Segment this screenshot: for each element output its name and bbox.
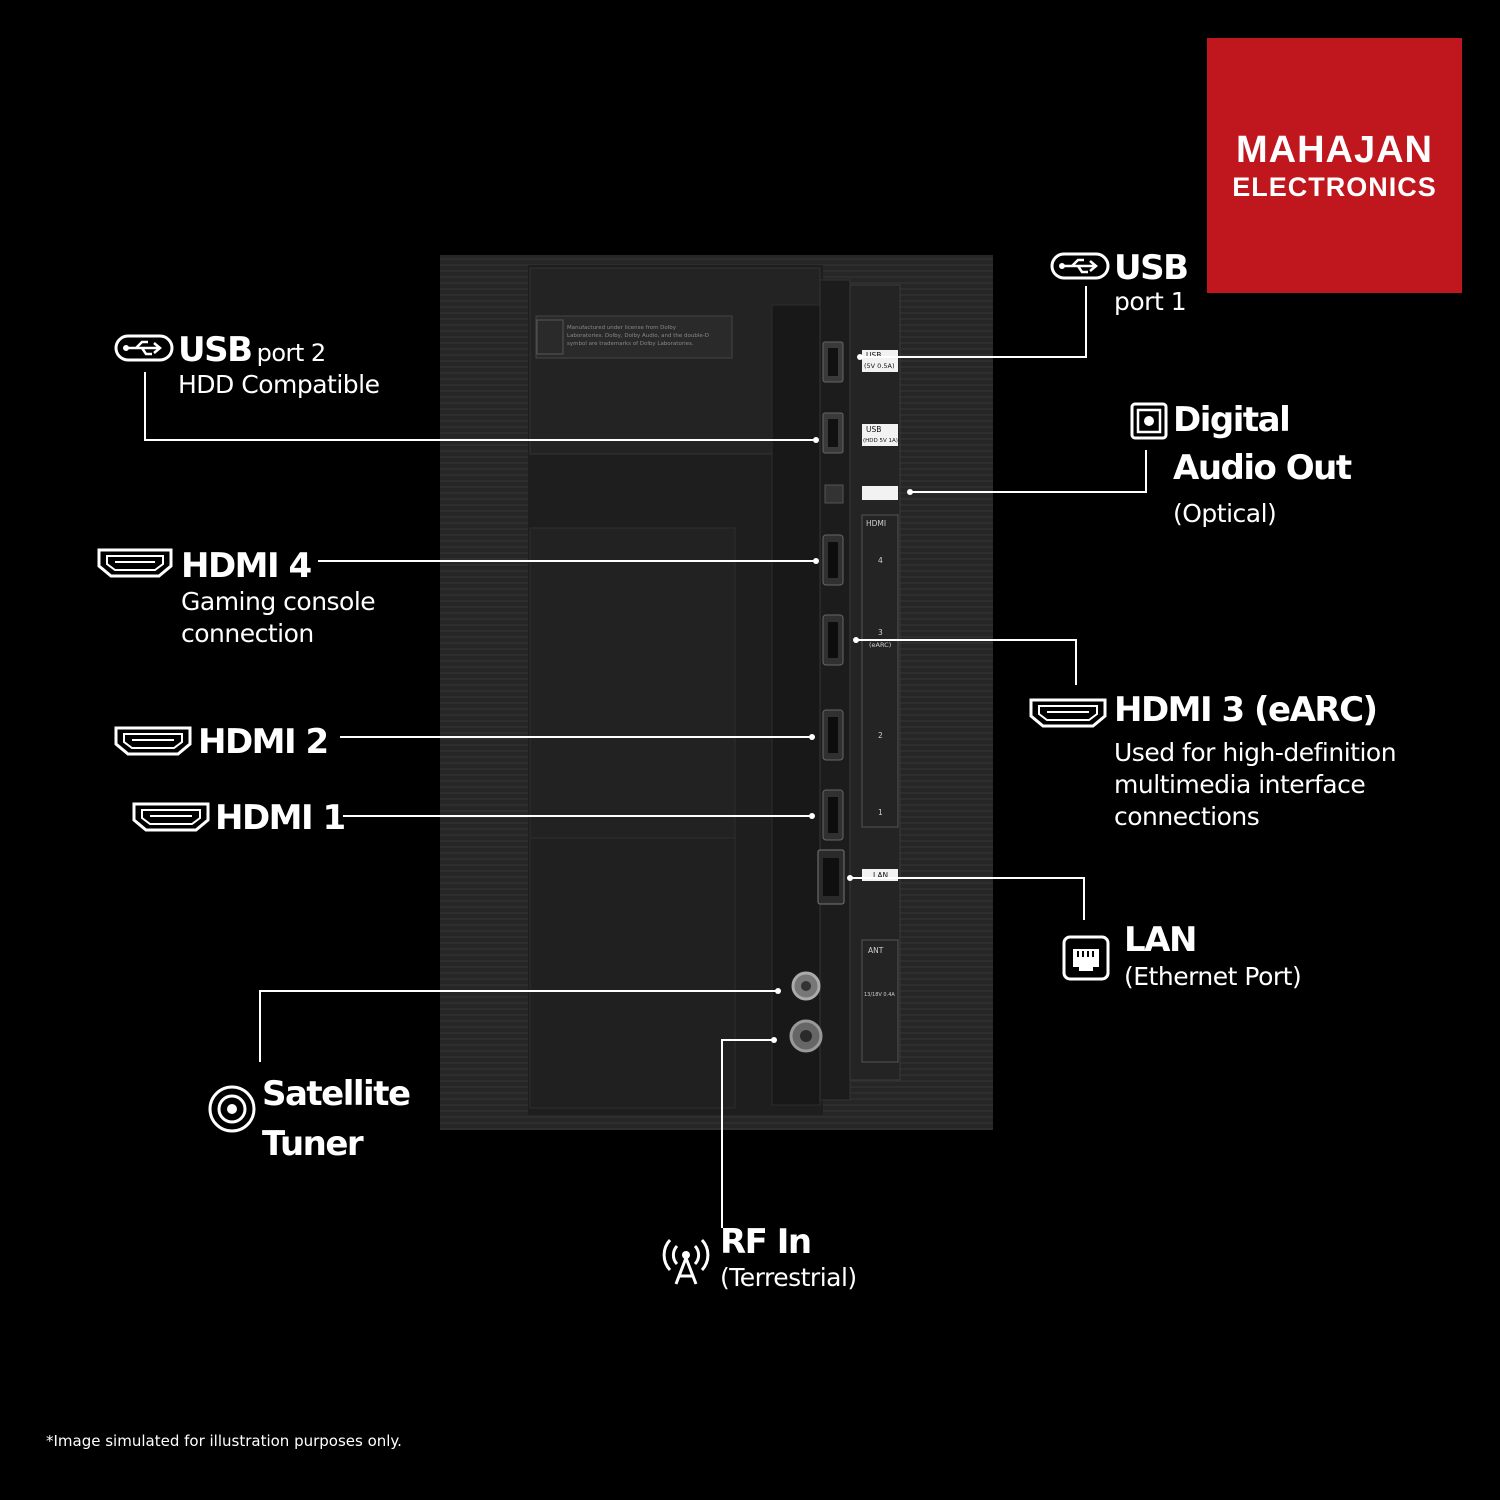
digital-audio-title-2: Audio Out (1173, 448, 1352, 488)
optical-audio-icon (1130, 402, 1168, 440)
hdmi-icon (114, 726, 192, 756)
usb2-subtitle: HDD Compatible (178, 370, 380, 399)
hdmi4-subtitle-1: Gaming console (181, 587, 376, 616)
svg-text:symbol are trademarks of Dolby: symbol are trademarks of Dolby Laborator… (567, 341, 694, 347)
antenna-icon (662, 1238, 710, 1285)
hdmi3-title: HDMI 3 (eARC) (1114, 690, 1378, 730)
hdmi3-subtitle-2: multimedia interface (1114, 770, 1366, 799)
optical-port (824, 484, 844, 504)
lan-subtitle: (Ethernet Port) (1124, 962, 1302, 991)
hdmi2-title: HDMI 2 (198, 722, 329, 762)
panel-ant-spec: 13/18V 0.4A (864, 992, 895, 998)
lan-title: LAN (1124, 920, 1197, 960)
panel-hdmi2: 2 (878, 731, 883, 740)
hdmi1-title: HDMI 1 (215, 798, 346, 838)
panel-usb2-spec: (HDD 5V 1A) (863, 438, 898, 444)
hdmi3-subtitle-3: connections (1114, 802, 1260, 831)
satellite-title-1: Satellite (262, 1074, 411, 1114)
rf-title: RF In (720, 1222, 812, 1262)
panel-hdmi4: 4 (878, 556, 883, 565)
satellite-title-2: Tuner (262, 1124, 364, 1164)
svg-text:Manufactured under license fro: Manufactured under license from Dolby (567, 325, 677, 331)
hdmi-icon (97, 548, 173, 578)
panel-usb1-label: USB (866, 351, 881, 360)
panel-hdmi1: 1 (878, 808, 883, 817)
satellite-icon (208, 1085, 256, 1133)
digital-audio-title-1: Digital (1173, 400, 1291, 440)
brand-line1: MAHAJAN (1236, 128, 1433, 171)
brand-line2: ELECTRONICS (1232, 171, 1437, 202)
hdmi-icon (132, 802, 210, 832)
panel-lan: LAN (873, 871, 888, 880)
usb2-title-suffix: port 2 (256, 339, 327, 367)
hdmi4-subtitle-2: connection (181, 619, 314, 648)
panel-usb1-spec: (5V 0.5A) (864, 362, 895, 370)
svg-text:Laboratories. Dolby, Dolby Aud: Laboratories. Dolby, Dolby Audio, and th… (567, 333, 709, 339)
hdmi4-title: HDMI 4 (181, 546, 312, 586)
digital-audio-subtitle: (Optical) (1173, 499, 1277, 528)
brand-logo: MAHAJAN ELECTRONICS (1207, 38, 1462, 293)
hdmi-icon (1029, 698, 1107, 728)
disclaimer: *Image simulated for illustration purpos… (46, 1432, 402, 1450)
panel-hdmi3-sub: (eARC) (869, 641, 891, 649)
panel-ant: ANT (868, 946, 884, 955)
usb-icon (1050, 252, 1110, 280)
usb2-title: USB (178, 330, 253, 370)
panel-usb2-label: USB (866, 425, 881, 434)
hdmi3-subtitle-1: Used for high-definition (1114, 738, 1397, 767)
panel-hdmi-header: HDMI (866, 519, 886, 528)
usb-icon (114, 334, 174, 362)
ethernet-icon (1062, 935, 1110, 981)
dolby-sticker (535, 315, 733, 359)
rf-subtitle: (Terrestrial) (720, 1263, 857, 1292)
panel-hdmi3: 3 (878, 628, 883, 637)
usb1-subtitle: port 1 (1114, 287, 1187, 316)
usb2-title-row: USB port 2 (178, 330, 326, 370)
usb1-title: USB (1114, 248, 1189, 288)
